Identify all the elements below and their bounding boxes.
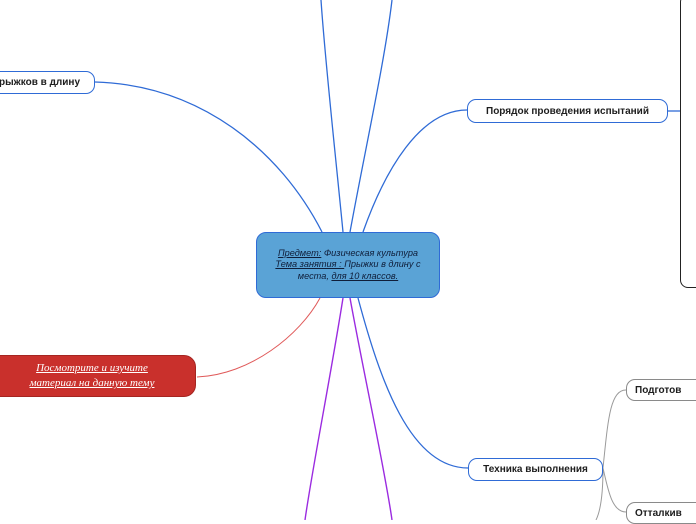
node-long-jumps-label: рыжков в длину bbox=[0, 77, 81, 88]
node-study-material[interactable]: Посмотрите и изучите материал на данную … bbox=[0, 355, 196, 397]
connector-top-right bbox=[349, 0, 393, 233]
node-preparation[interactable]: Подготов bbox=[626, 379, 696, 401]
connector-left-node bbox=[94, 81, 323, 233]
connector-sub-prep bbox=[602, 389, 627, 469]
topic-line2-a: места, bbox=[297, 270, 332, 281]
node-test-procedure-label: Порядок проведения испытаний bbox=[486, 105, 649, 117]
connector-bottom-right-purple bbox=[349, 297, 393, 520]
connector-right-node bbox=[362, 109, 468, 233]
central-topic[interactable]: Предмет: Физическая культура Тема заняти… bbox=[256, 232, 440, 298]
central-line-3: места, для 10 классов. bbox=[298, 271, 398, 283]
details-panel[interactable] bbox=[680, 0, 696, 288]
node-technique[interactable]: Техника выполнения bbox=[468, 458, 603, 481]
subject-value: Физическая культура bbox=[321, 247, 419, 258]
node-push-off[interactable]: Отталкив bbox=[626, 502, 696, 524]
topic-line2-b: для 10 классов. bbox=[331, 270, 399, 281]
connector-bottom-left-purple bbox=[304, 297, 344, 520]
connector-red-node bbox=[196, 297, 321, 378]
central-line-2: Тема занятия : Прыжки в длину с bbox=[275, 259, 420, 271]
study-material-line-2: материал на данную тему bbox=[29, 377, 155, 389]
topic-value: Прыжки в длину с bbox=[344, 259, 421, 270]
node-push-off-label: Отталкив bbox=[635, 507, 682, 519]
central-line-1: Предмет: Физическая культура bbox=[278, 248, 418, 260]
node-preparation-label: Подготов bbox=[635, 384, 682, 396]
study-material-line-1: Посмотрите и изучите bbox=[36, 362, 148, 374]
node-test-procedure[interactable]: Порядок проведения испытаний bbox=[467, 99, 668, 123]
connector-sub-extra bbox=[595, 467, 604, 520]
node-technique-label: Техника выполнения bbox=[483, 464, 588, 475]
subject-label: Предмет: bbox=[277, 247, 322, 258]
topic-label: Тема занятия : bbox=[275, 259, 345, 270]
connector-top-left bbox=[320, 0, 344, 233]
node-long-jumps[interactable]: рыжков в длину bbox=[0, 71, 95, 94]
connector-bottom-right bbox=[357, 297, 469, 469]
connector-sub-push bbox=[602, 467, 627, 513]
